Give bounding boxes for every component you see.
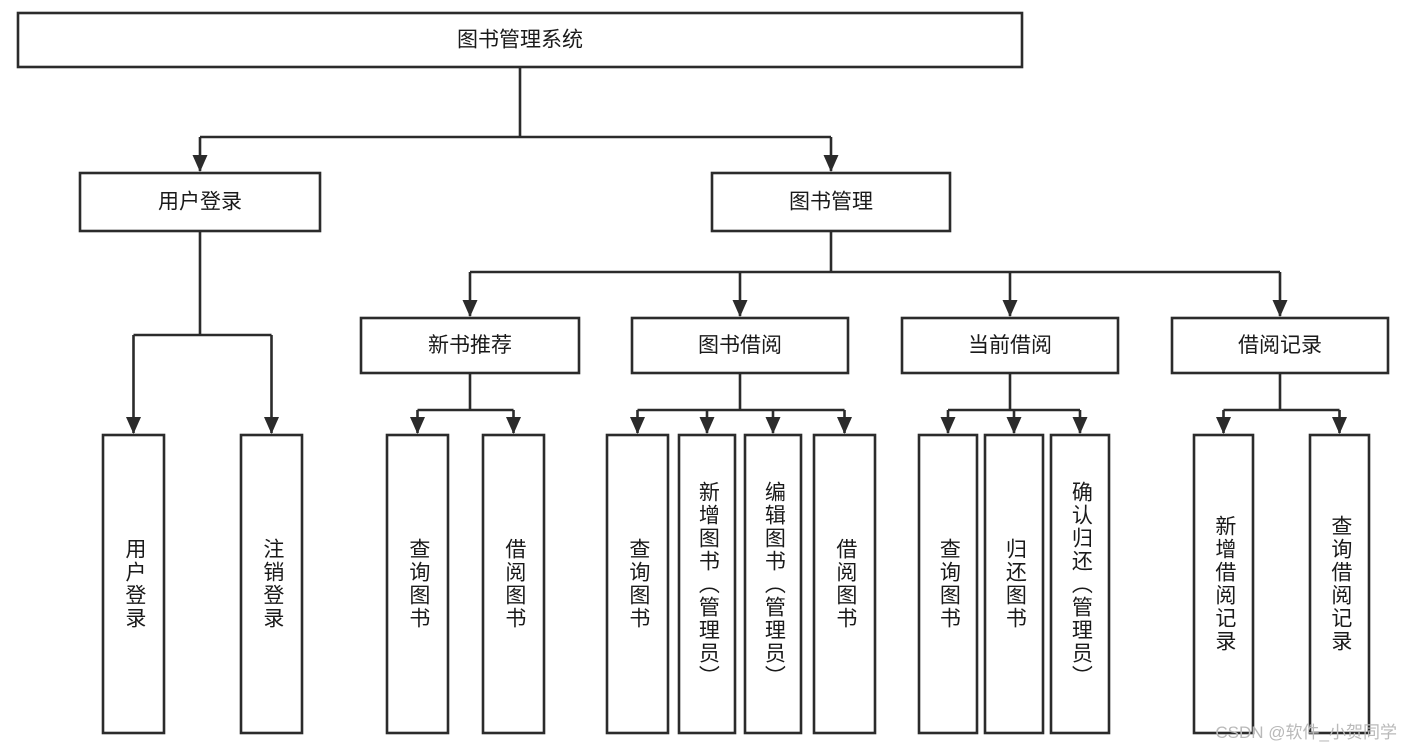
arrow-借阅记录-to-新增借阅记录 (1216, 417, 1231, 434)
watermark: CSDN @软件_小贺同学 (1215, 723, 1397, 742)
arrow-新书推荐-to-借阅图书 (506, 417, 521, 434)
arrow-当前借阅-to-查询图书 (940, 417, 956, 434)
node-leaf-查询借阅记录[interactable] (1308, 433, 1371, 735)
node-level3-label-新书推荐: 新书推荐 (428, 334, 512, 357)
node-level2-label-图书管理: 图书管理 (789, 191, 873, 214)
arrow-当前借阅-to-确认归还管理员 (1072, 417, 1088, 434)
node-leaf-借阅图书[interactable] (812, 433, 877, 735)
arrow-tushuguanli-to-借阅记录 (1272, 300, 1288, 317)
arrow-tushuguanli-to-新书推荐 (462, 300, 478, 317)
arrow-tushuguanli-to-当前借阅 (1002, 300, 1018, 317)
boxes-layer (16, 11, 1390, 735)
node-leaf-查询图书[interactable] (917, 433, 979, 735)
connectors-layer (126, 67, 1347, 434)
node-level3-label-当前借阅: 当前借阅 (968, 334, 1052, 357)
arrow-图书借阅-to-借阅图书 (837, 417, 852, 434)
node-leaf-用户登录[interactable] (101, 433, 166, 735)
node-level3-借阅记录[interactable] (1170, 316, 1390, 375)
node-leaf-归还图书[interactable] (983, 433, 1045, 735)
node-root-label-图书管理系统: 图书管理系统 (457, 29, 583, 52)
arrow-图书借阅-to-编辑图书管理员 (765, 417, 781, 434)
node-level2-label-用户登录: 用户登录 (158, 191, 242, 214)
arrow-root-to-图书管理 (823, 155, 839, 172)
arrow-root-to-用户登录 (192, 155, 208, 172)
node-level3-label-借阅记录: 借阅记录 (1238, 334, 1322, 357)
node-level3-label-图书借阅: 图书借阅 (698, 334, 782, 357)
node-level2-图书管理[interactable] (710, 171, 952, 233)
node-leaf-借阅图书[interactable] (481, 433, 546, 735)
arrow-当前借阅-to-归还图书 (1006, 417, 1022, 434)
node-level3-当前借阅[interactable] (900, 316, 1120, 375)
node-leaf-查询图书[interactable] (385, 433, 450, 735)
node-leaf-新增图书管理员[interactable] (677, 433, 737, 735)
arrow-新书推荐-to-查询图书 (410, 417, 425, 434)
arrow-图书借阅-to-查询图书 (630, 417, 645, 434)
arrow-tushuguanli-to-图书借阅 (732, 300, 748, 317)
arrow-借阅记录-to-查询借阅记录 (1332, 417, 1347, 434)
arrow-图书借阅-to-新增图书管理员 (699, 417, 715, 434)
node-leaf-确认归还管理员[interactable] (1049, 433, 1111, 735)
node-leaf-查询图书[interactable] (605, 433, 670, 735)
node-leaf-编辑图书管理员[interactable] (743, 433, 803, 735)
node-leaf-新增借阅记录[interactable] (1192, 433, 1255, 735)
arrow-用户登录-to-用户登录 (126, 417, 141, 434)
node-level2-用户登录[interactable] (78, 171, 322, 233)
node-level3-图书借阅[interactable] (630, 316, 850, 375)
arrow-用户登录-to-注销登录 (264, 417, 279, 434)
node-root-图书管理系统[interactable] (16, 11, 1024, 69)
node-level3-新书推荐[interactable] (359, 316, 581, 375)
node-leaf-注销登录[interactable] (239, 433, 304, 735)
